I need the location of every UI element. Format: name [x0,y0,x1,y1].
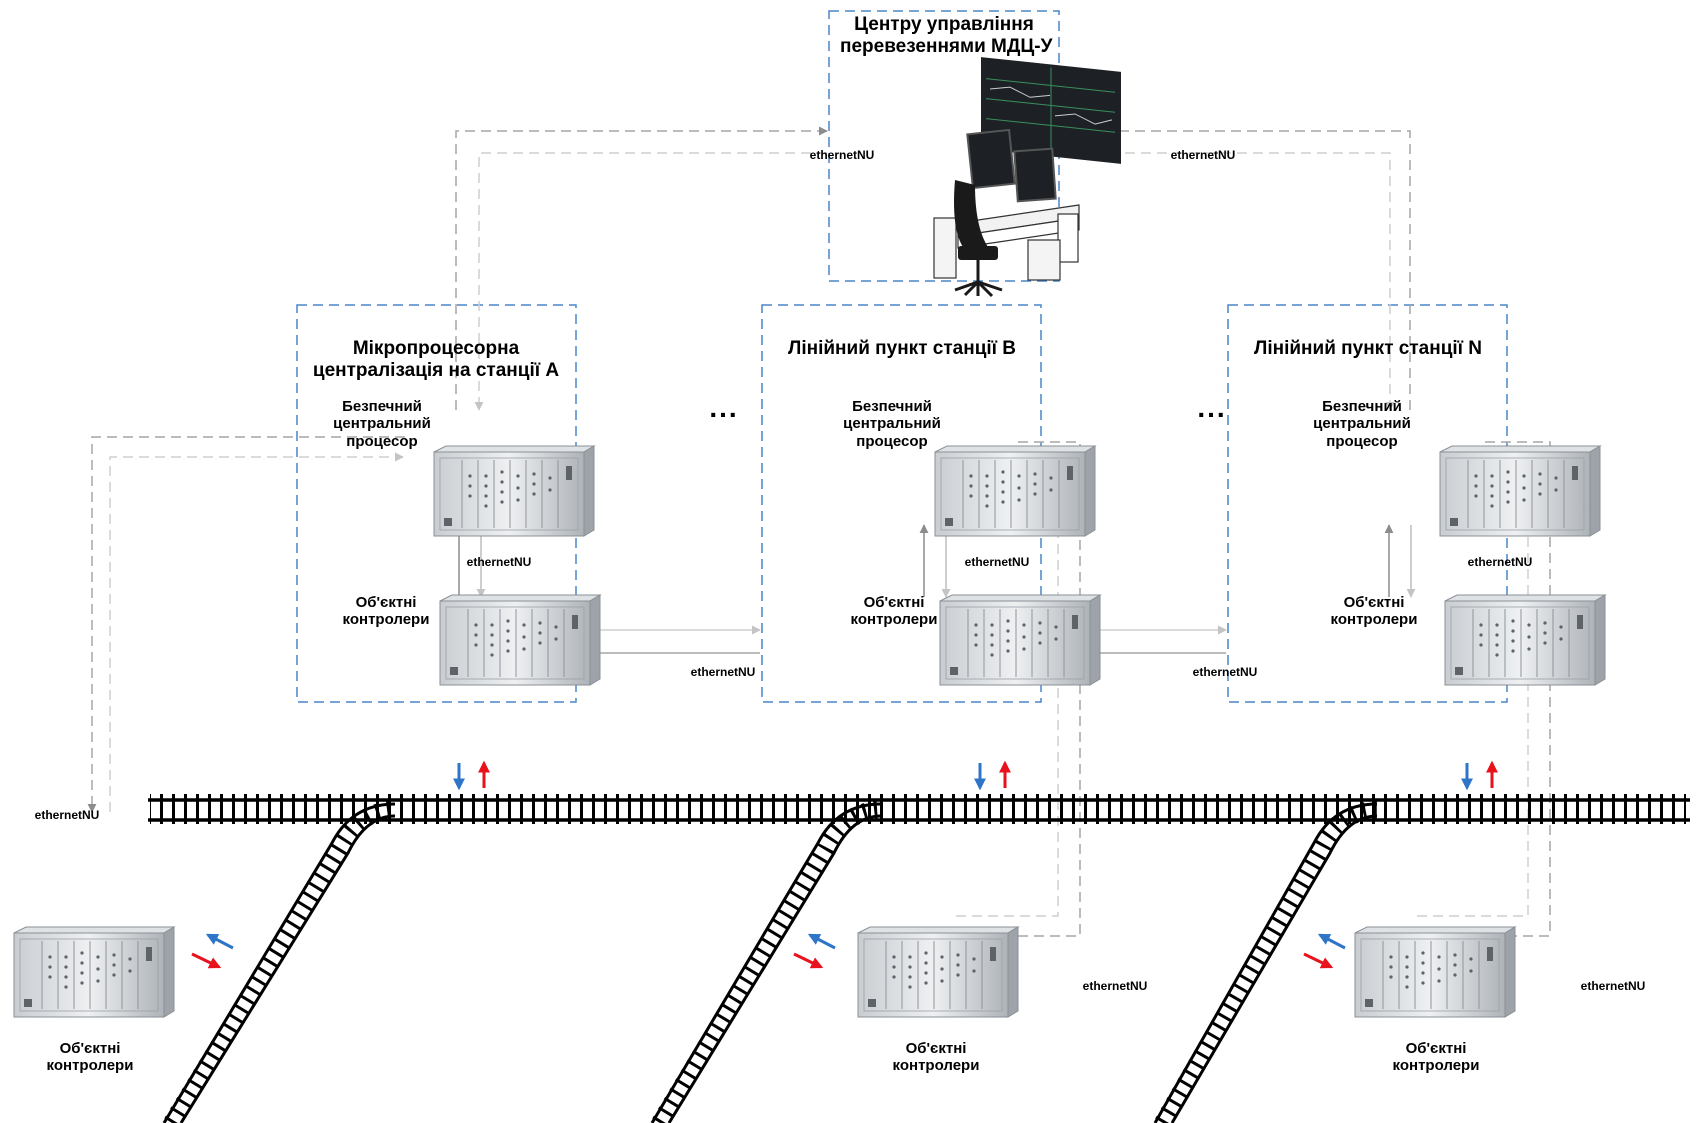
center-title-line2: перевезеннями МДЦ-У [840,35,1053,57]
branch-track-n [1153,801,1378,1123]
ctrl-label-line: Об'єктні [355,594,417,611]
a-b-link-label: ethernetNU [690,665,756,679]
station-n-frame [1227,304,1508,703]
field-a-ctrl-label: Об'єктні контролери [40,1040,140,1075]
link-a-field-out [87,436,405,813]
cpu-label-line: процесор [346,432,418,450]
center-a-link-label: ethernetNU [809,148,875,162]
ctrl-label-line: контролери [850,611,938,629]
ellipsis-2: ... [1197,392,1227,423]
dispatcher-workstation-icon [933,57,1121,298]
main-track [148,794,1690,824]
cpu-label-line: Безпечний [852,398,932,415]
link-center-n-in [1061,152,1395,411]
ctrl-label-line: Об'єктні [905,1040,967,1057]
field-n-link-label: ethernetNU [1580,979,1646,993]
cpu-label-line: центральний [843,415,941,433]
equipment-rack-icon [1354,926,1516,1018]
arrow-diag-red-a [191,952,222,969]
center-title: Центру управління перевезеннями МДЦ-У [840,14,1053,58]
station-b-link-label: ethernetNU [964,555,1030,569]
station-n-cpu-label: Безпечний центральний процесор [1302,398,1422,450]
arrow-diag-blue-n [1317,933,1346,950]
ctrl-label-line: контролери [1330,611,1418,629]
equipment-rack-icon [1444,594,1606,686]
station-a-link-label: ethernetNU [466,555,532,569]
link-center-n-out [1060,126,1411,410]
field-b-link-label: ethernetNU [1082,979,1148,993]
ellipsis-1: ... [709,392,739,423]
station-a-title: Мікропроцесорна централізація на станції… [300,338,572,382]
equipment-rack-icon [934,445,1096,537]
ctrl-label-line: Об'єктні [863,594,925,611]
ctrl-label-line: Об'єктні [59,1040,121,1057]
cpu-label-line: центральний [333,415,431,433]
equipment-rack-icon [439,594,601,686]
station-n-title: Лінійний пункт станції N [1254,338,1482,359]
field-b-ctrl-label: Об'єктні контролери [886,1040,986,1075]
station-n-ctrl-label: Об'єктні контролери [1324,594,1424,629]
equipment-rack-icon [1439,445,1601,537]
equipment-rack-icon [939,594,1101,686]
arrow-diag-red-b [793,952,824,969]
station-a-title-line2: централізація на станції А [312,359,560,381]
station-b-frame [761,304,1042,703]
station-a-title-line1: Мікропроцесорна [352,338,520,359]
link-center-a-in [474,152,827,411]
arrow-diag-blue-a [205,933,234,950]
cpu-label-line: процесор [856,432,928,450]
ctrl-label-line: контролери [1392,1057,1480,1075]
ctrl-label-line: контролери [46,1057,134,1075]
station-b-ctrl-label: Об'єктні контролери [844,594,944,629]
arrow-diag-blue-b [807,933,836,950]
branch-track-b [650,801,882,1123]
station-n-link-label: ethernetNU [1467,555,1533,569]
cpu-label-line: Безпечний [1322,398,1402,415]
field-n-ctrl-label: Об'єктні контролери [1386,1040,1486,1075]
branch-track-a [162,801,396,1123]
station-b-title: Лінійний пункт станції B [788,338,1016,359]
ctrl-label-line: Об'єктні [1343,594,1405,611]
station-b-cpu-label: Безпечний центральний процесор [832,398,952,450]
center-title-line1: Центру управління [854,14,1034,35]
station-a-frame [296,304,577,703]
equipment-rack-icon [13,926,175,1018]
ctrl-label-line: Об'єктні [1405,1040,1467,1057]
station-a-cpu-label: Безпечний центральний процесор [322,398,442,450]
ctrl-label-line: контролери [342,611,430,629]
equipment-rack-icon [857,926,1019,1018]
cpu-label-line: Безпечний [342,398,422,415]
link-n-field-in [1417,457,1529,917]
link-a-field-in [109,452,404,812]
cpu-label-line: центральний [1313,415,1411,433]
dispatch-center-frame [828,10,1060,282]
equipment-rack-icon [433,445,595,537]
ctrl-label-line: контролери [892,1057,980,1075]
center-n-link-label: ethernetNU [1170,148,1236,162]
link-center-a-out [455,126,828,410]
b-n-link-label: ethernetNU [1192,665,1258,679]
arrow-diag-red-n [1303,952,1334,969]
station-a-ctrl-label: Об'єктні контролери [336,594,436,629]
field-a-link-label: ethernetNU [34,808,100,822]
cpu-label-line: процесор [1326,432,1398,450]
